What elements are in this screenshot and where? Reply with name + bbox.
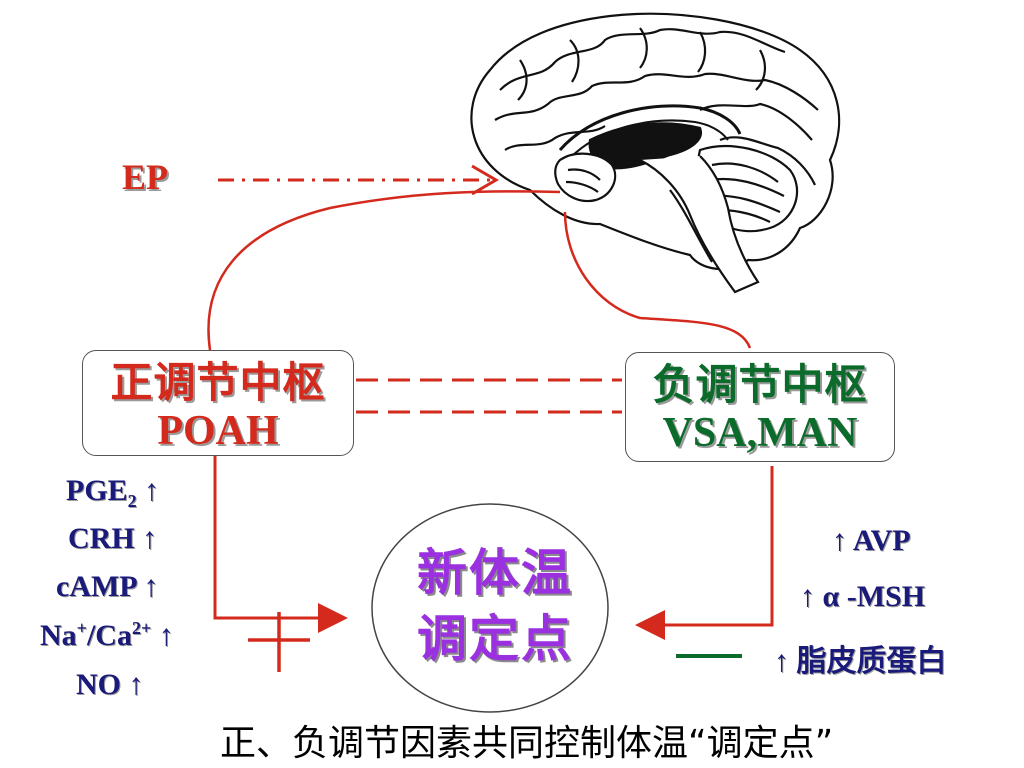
factor-lipocortin: ↑ 脂皮质蛋白 [774,645,947,678]
set-point-line1: 新体温 [417,544,573,602]
positive-center-title: 正调节中枢 [110,358,326,407]
factor-msh: ↑ α -MSH [800,580,926,613]
brain-icon [470,12,841,294]
caption: 正、负调节因素共同控制体温“调定点” [220,723,834,764]
ep-label: EP [122,157,169,197]
negative-center-title: 负调节中枢 [652,360,868,409]
brain-to-poah-line [207,190,561,351]
poah-to-setpoint-arrow [213,456,348,633]
plus-symbol [248,612,310,672]
vsa-to-setpoint-arrow [635,466,774,640]
factor-no: NO ↑ [76,668,144,701]
negative-center-abbr: VSA,MAN [662,410,858,456]
positive-center-abbr: POAH [157,408,279,454]
setpoint-ellipse [371,503,609,713]
factor-camp: cAMP ↑ [56,570,159,603]
set-point-line2: 调定点 [417,610,573,668]
ep-arrowhead [471,164,499,196]
set-point-label: 新体温 调定点 [395,540,595,672]
factor-crh: CRH ↑ [68,522,158,555]
factor-avp: ↑ AVP [832,524,911,557]
brain-to-vsa-line [563,211,752,349]
positive-center-box: 正调节中枢 POAH [82,350,354,456]
factor-pge2: PGE2 ↑ [66,474,160,511]
negative-center-box: 负调节中枢 VSA,MAN [625,352,895,462]
factor-na-ca: Na+/Ca2+ ↑ [40,618,174,652]
